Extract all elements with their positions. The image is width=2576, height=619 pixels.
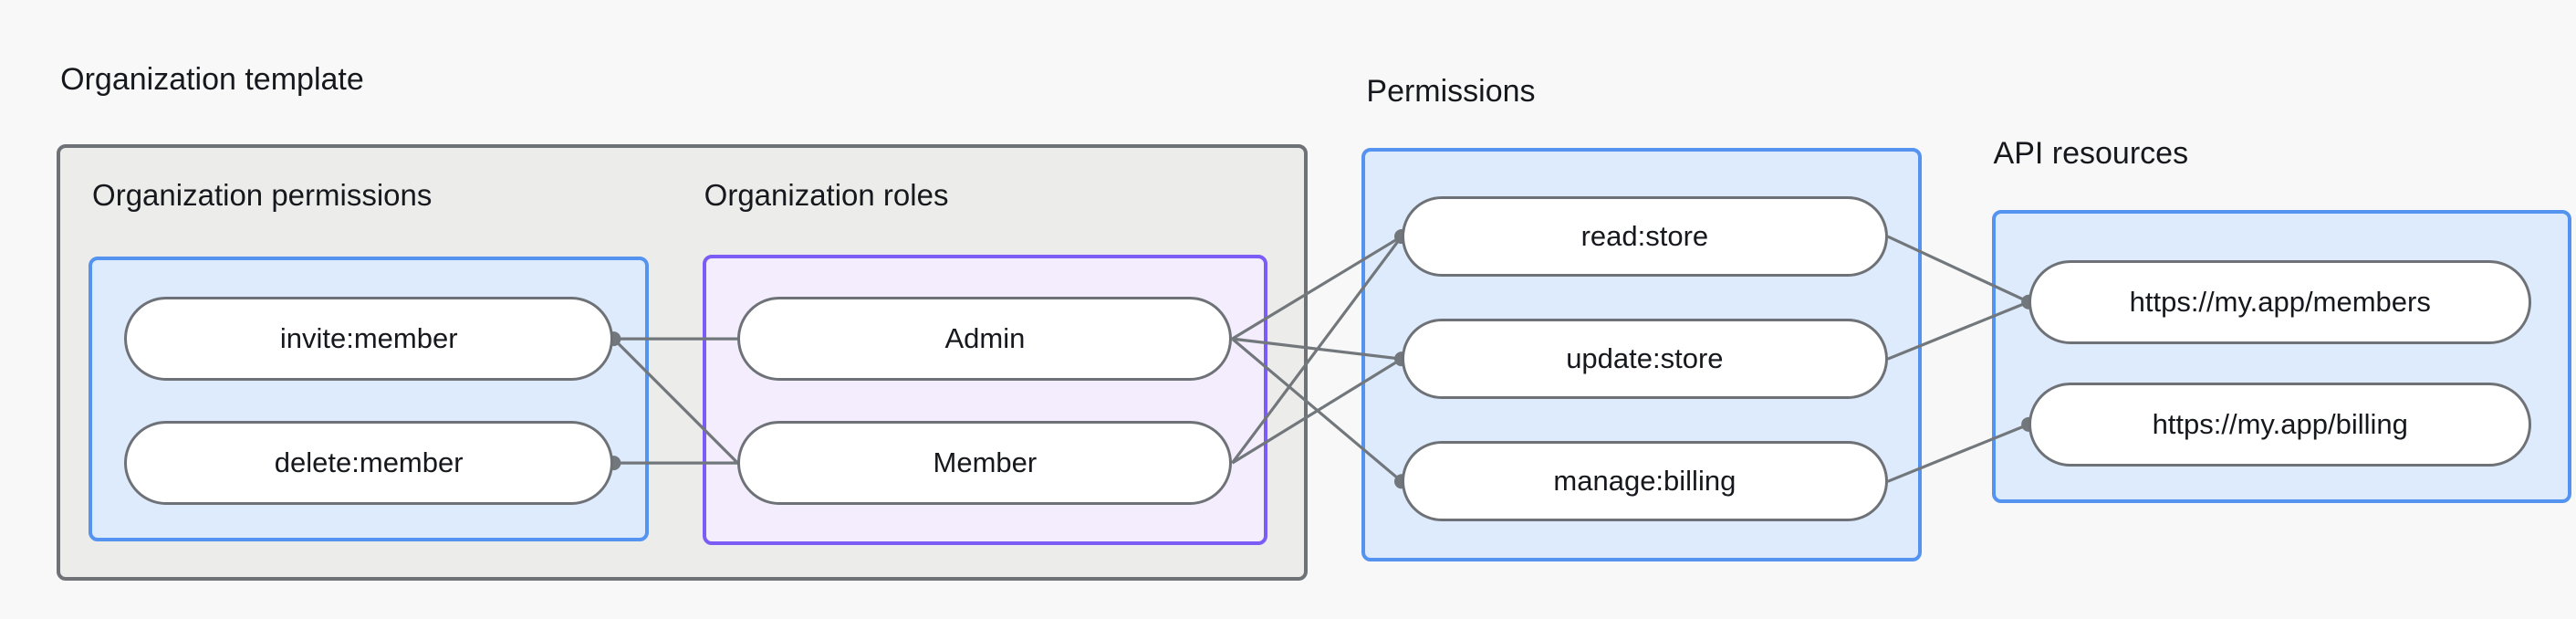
node-invite-member[interactable]: invite:member xyxy=(123,297,614,382)
group-title-organization-template: Organization template xyxy=(60,61,364,97)
node-manage-billing[interactable]: manage:billing xyxy=(1401,441,1888,522)
node-members-url[interactable]: https://my.app/members xyxy=(2028,259,2532,344)
group-title-api-resources: API resources xyxy=(1993,135,2189,171)
node-admin[interactable]: Admin xyxy=(737,297,1233,382)
node-update-store[interactable]: update:store xyxy=(1401,319,1888,400)
node-read-store[interactable]: read:store xyxy=(1401,195,1888,278)
node-billing-url[interactable]: https://my.app/billing xyxy=(2028,382,2532,467)
node-member[interactable]: Member xyxy=(737,421,1233,506)
group-title-permissions: Permissions xyxy=(1366,73,1536,109)
group-title-organization-roles: Organization roles xyxy=(704,177,949,212)
group-title-organization-permissions: Organization permissions xyxy=(92,177,433,212)
node-delete-member[interactable]: delete:member xyxy=(123,421,614,506)
